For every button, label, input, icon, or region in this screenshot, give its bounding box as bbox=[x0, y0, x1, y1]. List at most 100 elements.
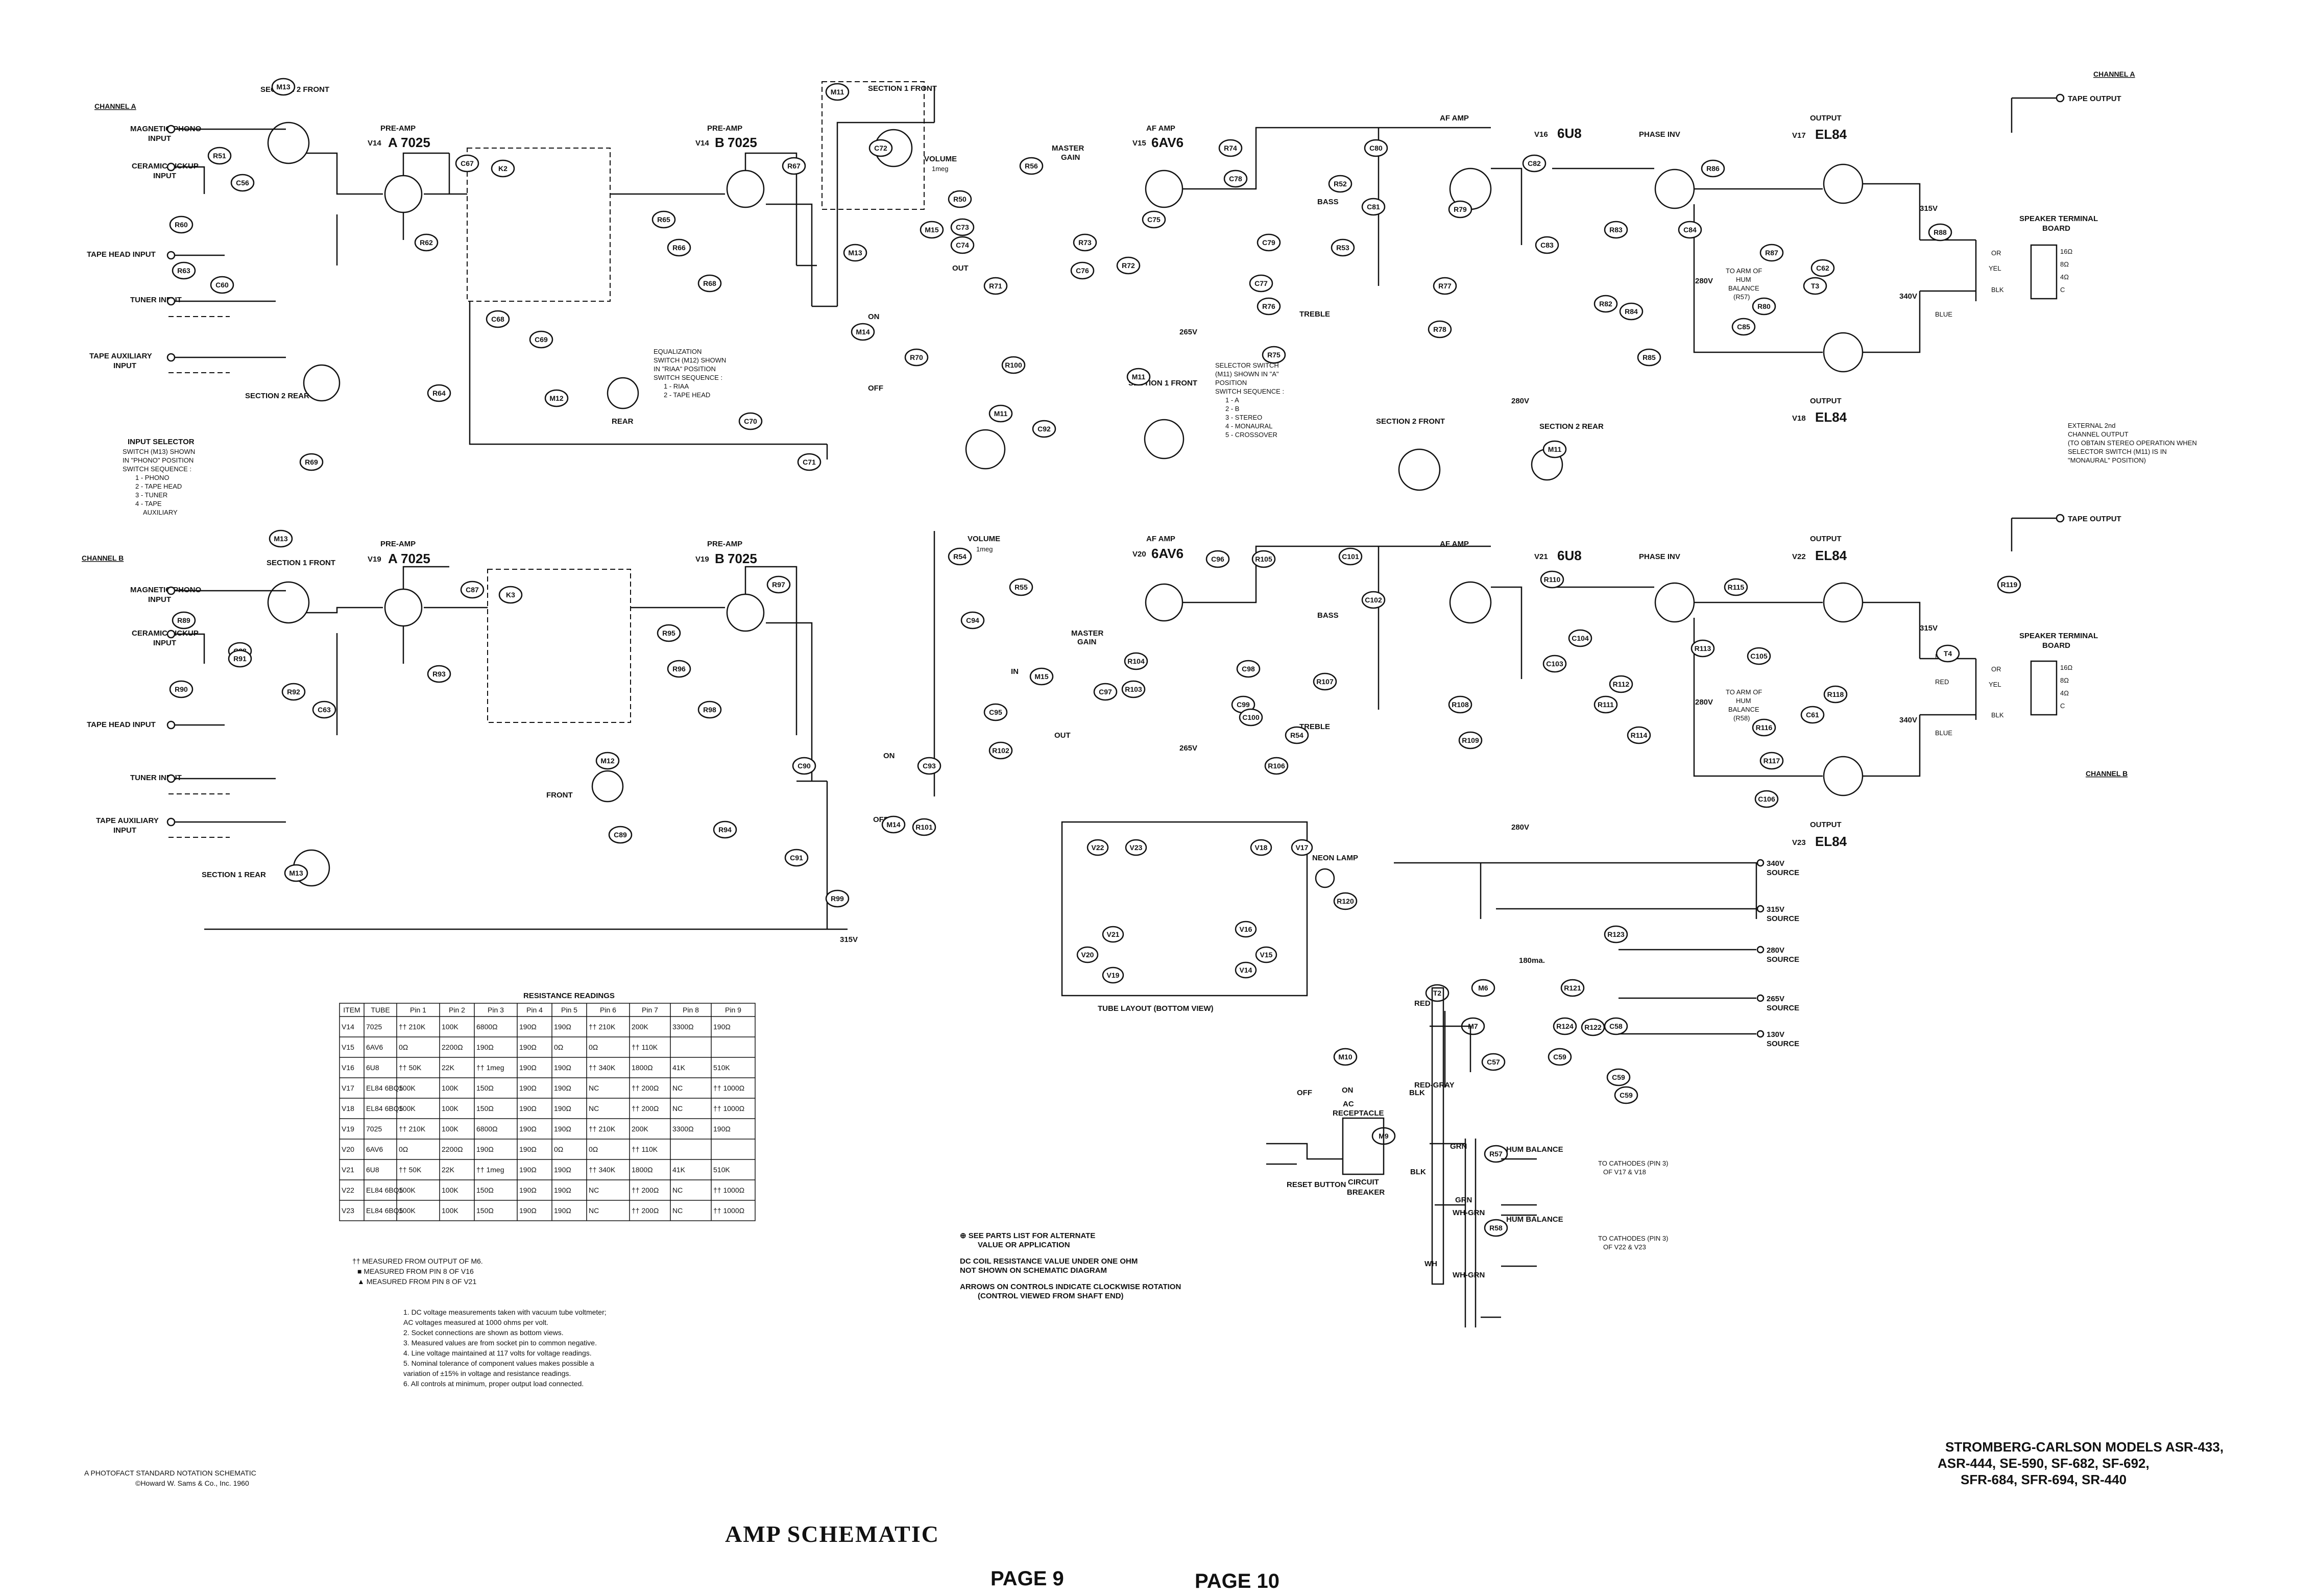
svg-text:4. Line voltage maintained at: 4. Line voltage maintained at 117 volts … bbox=[403, 1349, 592, 1357]
ref-m13: M13 bbox=[269, 529, 293, 548]
svg-text:M11: M11 bbox=[1132, 373, 1146, 381]
to-arm-b: TO ARM OF bbox=[1726, 688, 1762, 696]
eq-switch-b bbox=[591, 770, 624, 803]
svg-text:4 - TAPE: 4 - TAPE bbox=[135, 500, 162, 507]
ref-m12: M12 bbox=[544, 389, 569, 407]
ref-r68: R68 bbox=[697, 274, 722, 293]
ref-r78: R78 bbox=[1428, 320, 1452, 338]
svg-text:R122: R122 bbox=[1584, 1023, 1602, 1031]
ref-m11: M11 bbox=[1126, 368, 1151, 386]
layout-v14: V14 bbox=[1235, 961, 1257, 979]
eq-note: EQUALIZATION SWITCH (M12) SHOWN IN "RIAA… bbox=[654, 348, 726, 399]
selector-switch-center bbox=[1398, 448, 1441, 491]
svg-text:R84: R84 bbox=[1625, 307, 1638, 316]
ref-c74: C74 bbox=[950, 236, 975, 254]
ref-r71: R71 bbox=[983, 277, 1008, 295]
v315-a: 315V bbox=[1920, 204, 1938, 213]
preamp-b1-stage: PRE-AMP bbox=[380, 540, 416, 548]
svg-text:†† 110K: †† 110K bbox=[632, 1145, 658, 1153]
svg-text:100K: 100K bbox=[442, 1186, 458, 1194]
ref-r96: R96 bbox=[667, 660, 691, 678]
svg-text:R98: R98 bbox=[703, 706, 716, 714]
preamp-b2-stage: PRE-AMP bbox=[707, 540, 742, 548]
ref-c100: C100 bbox=[1239, 708, 1263, 727]
svg-text:V19: V19 bbox=[342, 1125, 354, 1133]
svg-text:5 - CROSSOVER: 5 - CROSSOVER bbox=[1225, 431, 1277, 439]
ref-c72: C72 bbox=[868, 139, 893, 157]
preamp-a1-stage: PRE-AMP bbox=[380, 124, 416, 133]
table-header: Pin 7 bbox=[642, 1006, 658, 1014]
svg-text:3300Ω: 3300Ω bbox=[672, 1023, 694, 1031]
svg-text:†† 200Ω: †† 200Ω bbox=[632, 1104, 659, 1113]
tube-layout-label: TUBE LAYOUT (BOTTOM VIEW) bbox=[1098, 1004, 1214, 1013]
svg-text:R123: R123 bbox=[1607, 930, 1625, 938]
ref-c91: C91 bbox=[784, 849, 809, 867]
svg-text:BLUE: BLUE bbox=[1935, 729, 1952, 737]
ref-c94: C94 bbox=[960, 611, 985, 630]
afamp-v15-type: 6AV6 bbox=[1151, 135, 1183, 150]
svg-text:†† 1meg: †† 1meg bbox=[476, 1166, 504, 1174]
ref-r111: R111 bbox=[1593, 695, 1618, 714]
svg-text:22K: 22K bbox=[442, 1166, 455, 1174]
ref-m11: M11 bbox=[825, 83, 850, 101]
svg-text:R91: R91 bbox=[233, 655, 247, 663]
svg-text:R87: R87 bbox=[1765, 249, 1778, 257]
preamp-b1-type: 7025 bbox=[401, 551, 430, 566]
ref-c98: C98 bbox=[1236, 660, 1261, 678]
svg-text:AUXILIARY: AUXILIARY bbox=[143, 509, 178, 516]
svg-text:NC: NC bbox=[589, 1084, 599, 1092]
svg-text:100K: 100K bbox=[442, 1023, 458, 1031]
ref-m15: M15 bbox=[1029, 667, 1054, 686]
svg-text:V19: V19 bbox=[695, 555, 709, 564]
t2-red-gray: RED-GRAY bbox=[1414, 1081, 1455, 1090]
svg-text:C91: C91 bbox=[790, 854, 803, 862]
svg-text:V17: V17 bbox=[342, 1084, 354, 1092]
svg-text:R82: R82 bbox=[1599, 300, 1612, 308]
svg-text:R64: R64 bbox=[432, 389, 446, 397]
preamp-a2-stage: PRE-AMP bbox=[707, 124, 742, 133]
svg-text:1 - A: 1 - A bbox=[1225, 396, 1239, 404]
speaker-board-a: SPEAKER TERMINAL bbox=[2019, 214, 2098, 223]
eq-switch-b-front: FRONT bbox=[546, 791, 573, 800]
svg-text:V20: V20 bbox=[342, 1145, 354, 1153]
ref-r100: R100 bbox=[1001, 356, 1026, 374]
svg-text:C74: C74 bbox=[956, 241, 969, 249]
tube-v22 bbox=[1823, 582, 1864, 623]
svg-text:BLUE: BLUE bbox=[1935, 310, 1952, 318]
svg-text:BREAKER: BREAKER bbox=[1347, 1188, 1385, 1197]
ref-m11: M11 bbox=[988, 404, 1013, 423]
layout-v17: V17 bbox=[1291, 839, 1313, 856]
svg-text:EL84 6BQ5: EL84 6BQ5 bbox=[366, 1084, 403, 1092]
ref-r73: R73 bbox=[1073, 233, 1097, 252]
svg-text:22K: 22K bbox=[442, 1063, 455, 1072]
page-number-left: PAGE 9 bbox=[991, 1567, 1064, 1590]
ref-r82: R82 bbox=[1593, 295, 1618, 313]
external-output-note: EXTERNAL 2nd CHANNEL OUTPUT (TO OBTAIN S… bbox=[2068, 422, 2197, 464]
output-v22-type: EL84 bbox=[1815, 548, 1847, 563]
svg-text:V17: V17 bbox=[1296, 843, 1309, 852]
svg-text:†† MEASURED FROM OUTPUT OF M6.: †† MEASURED FROM OUTPUT OF M6. bbox=[352, 1257, 483, 1265]
svg-text:100K: 100K bbox=[442, 1206, 458, 1215]
master-gain-a-label: MASTER bbox=[1052, 144, 1084, 153]
ref-r102: R102 bbox=[988, 741, 1013, 760]
treble-b-label: TREBLE bbox=[1299, 722, 1330, 731]
svg-text:(M11) SHOWN IN "A": (M11) SHOWN IN "A" bbox=[1215, 370, 1279, 378]
ref-r80: R80 bbox=[1752, 297, 1776, 316]
svg-text:510K: 510K bbox=[713, 1063, 730, 1072]
svg-text:C59: C59 bbox=[1620, 1091, 1633, 1099]
svg-text:R68: R68 bbox=[703, 279, 716, 287]
mag-phono-a-label: MAGNETIC PHONO bbox=[130, 125, 202, 133]
svg-text:(CONTROL VIEWED FROM SHAFT END: (CONTROL VIEWED FROM SHAFT END) bbox=[978, 1292, 1124, 1300]
svg-text:NC: NC bbox=[672, 1104, 683, 1113]
svg-text:16Ω: 16Ω bbox=[2060, 664, 2072, 671]
page-number-right: PAGE 10 bbox=[1195, 1570, 1279, 1592]
ref-r70: R70 bbox=[904, 348, 929, 367]
layout-v18: V18 bbox=[1250, 839, 1272, 856]
svg-text:INPUT: INPUT bbox=[153, 639, 176, 647]
svg-text:R111: R111 bbox=[1598, 700, 1614, 709]
